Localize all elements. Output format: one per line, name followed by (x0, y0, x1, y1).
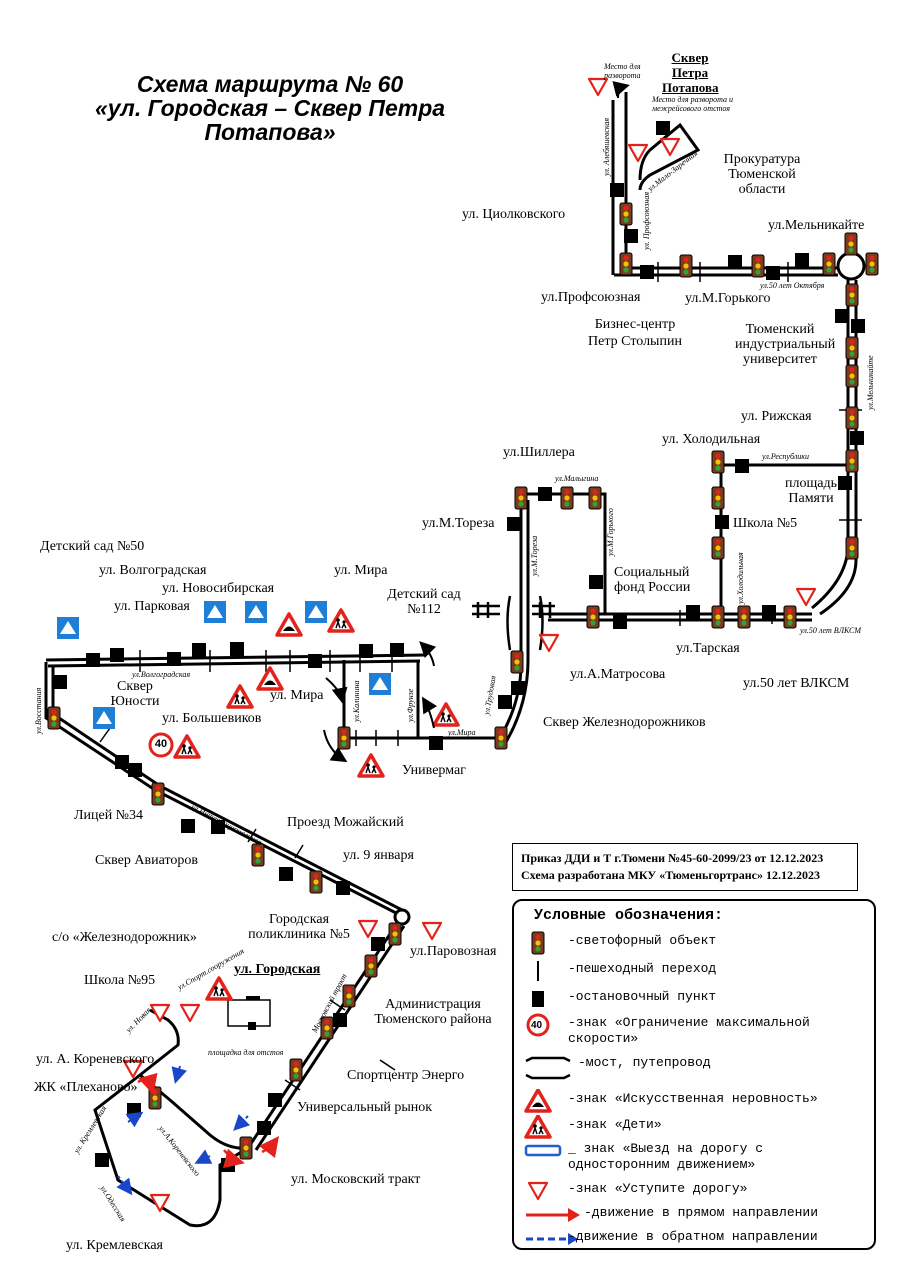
stop-label-parovoznaya: ул.Паровозная (410, 944, 497, 959)
stop-label-vlksm: ул.50 лет ВЛКСМ (743, 676, 850, 691)
traffic-light-icon (531, 931, 545, 955)
stop-label-sportcentr: Спортцентр Энерго (347, 1068, 465, 1083)
stop-label-skver-aviatorov: Сквер Авиаторов (95, 853, 198, 868)
layover-platform-label: площадка для отстоя (208, 1048, 284, 1057)
street-label-respubliki: ул.Республики (762, 452, 810, 461)
stop-label-moskovsky: ул. Московский тракт (291, 1172, 421, 1187)
bridges (472, 595, 555, 651)
stop-label-volgogradskaya: ул. Волгоградская (99, 563, 207, 578)
forward-arrow-icon (526, 1208, 580, 1222)
street-label-toreza-v: ул.М.Тореза (530, 535, 539, 576)
children-sign-icon (524, 1115, 552, 1139)
street-label-vostaniya: ул.Восстания (34, 687, 43, 734)
stop-label-tarskaya: ул.Тарская (676, 641, 740, 656)
stop-label-novosibirskaya: ул. Новосибирская (162, 581, 275, 596)
stop-label-bolshevikov: ул. Большевиков (162, 711, 262, 726)
stop-label-9-yanvarya: ул. 9 января (343, 848, 414, 863)
stop-label-mira-top: ул. Мира (334, 563, 388, 578)
speed-limit-sign (148, 732, 174, 758)
stop-label-tsiolkovskogo: ул. Циолковского (462, 207, 566, 222)
stop-label-gorodskaya: ул. Городская (234, 962, 321, 977)
stop-label-profsoyuznaya: ул.Профсоюзная (541, 290, 641, 305)
stop-label-parkovaya: ул. Парковая (114, 599, 190, 614)
stop-label-melnikayte: ул.Мельникайте (768, 218, 865, 233)
stop-label-shkola5: Школа №5 (733, 516, 798, 531)
street-label-melnikayte-v: ул.Мельникайте (866, 355, 875, 410)
stop-label-korenevskogo: ул. А. Кореневского (36, 1052, 155, 1067)
stop-label-litsey34: Лицей №34 (74, 808, 144, 823)
stop-label-mira-mid: ул. Мира (270, 688, 324, 703)
stop-label-shillera: ул.Шиллера (503, 445, 575, 460)
street-label-kholodilnaya-v: ул.Холодильная (736, 552, 745, 604)
street-label-malygina: ул.Малыгина (555, 474, 599, 483)
street-label-profsoyuznaya-v: ул. Профсоюзная (642, 191, 651, 250)
street-label-kalinina: ул.Калинина (352, 680, 361, 722)
stop-label-univermag: Универмаг (402, 763, 466, 778)
reverse-arrow-icon (526, 1233, 578, 1245)
stop-label-shkola95: Школа №95 (84, 973, 156, 988)
street-label-vlksm-h: ул.50 лет ВЛКСМ (800, 626, 861, 635)
yield-sign-icon (527, 1181, 549, 1201)
legend-panel: Условные обозначения: -светофорный объек… (512, 899, 876, 1250)
map-title: Схема маршрута № 60 «ул. Городская – Скв… (94, 71, 446, 145)
stop-label-m-gorkogo: ул.М.Горького (685, 291, 771, 306)
one-way-exit-icon (524, 1144, 562, 1157)
bus-stop-icon (532, 991, 544, 1007)
stop-label-plekhanovo: ЖК «Плеханово» (34, 1080, 138, 1095)
stop-label-a-matrosova: ул.А.Матросова (570, 667, 666, 682)
direction-arrows (116, 81, 630, 1196)
stop-label-rizhskaya: ул. Рижская (741, 409, 812, 424)
bump-sign-icon (524, 1089, 552, 1113)
stop-label-zheleznodorozhnik: с/о «Железнодорожник» (52, 930, 197, 945)
stop-label-toreza: ул.М.Тореза (422, 516, 495, 531)
stop-label-mozhaysky: Проезд Можайский (287, 815, 404, 830)
stop-label-kholodilnaya: ул. Холодильная (662, 432, 761, 447)
order-info-box: Приказ ДДИ и Т г.Тюмени №45-60-2099/23 о… (512, 843, 858, 891)
street-label-alebyashevskaya: ул. Алебяшевская (602, 117, 611, 176)
street-label-50-let-oktyabrya: ул.50 лет Октября (760, 281, 825, 290)
street-label-volgogradskaya-h: ул.Волгоградская (132, 670, 191, 679)
crosswalk-icon (537, 961, 539, 981)
legend-title: Условные обозначения: (534, 907, 724, 924)
layover-platform (227, 999, 271, 1027)
street-label-frunze: ул.Фрунзе (406, 688, 415, 722)
speed-limit-value: 40 (154, 738, 168, 750)
speed-limit-icon (526, 1013, 550, 1037)
street-label-mira-h: ул.Мира (448, 728, 476, 737)
stop-label-kremlevskaya: ул. Кремлевская (66, 1238, 163, 1253)
bridge-icon (525, 1056, 571, 1080)
stop-label-detsad50: Детский сад №50 (40, 539, 145, 554)
stop-label-univ-rynok: Универсальный рынок (297, 1100, 433, 1115)
street-label-gorkogo-v: ул.М.Горького (606, 508, 615, 556)
stop-label-skver-zhd: Сквер Железнодорожников (543, 715, 706, 730)
